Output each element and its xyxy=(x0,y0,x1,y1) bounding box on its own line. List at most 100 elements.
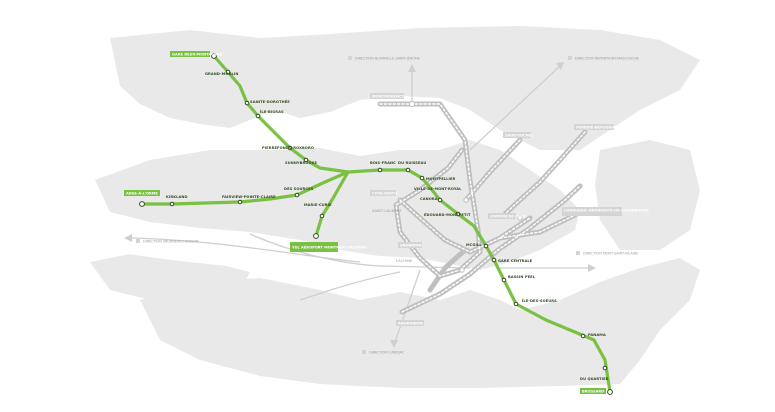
svg-text:SNOWDON: SNOWDON xyxy=(400,243,422,247)
metro-label-cote-vertu: CÔTE-VERTU xyxy=(370,190,397,196)
label-edouard-montpetit: ÉDOUARD-MONTPETIT xyxy=(424,212,471,217)
river-channel xyxy=(129,115,461,153)
label-bassin-peel: BASSIN PEEL xyxy=(508,275,536,279)
station-canora[interactable] xyxy=(437,197,443,203)
station-gare-centrale[interactable] xyxy=(491,257,497,263)
label-pierrefonds-roxboro: PIERREFONDS-ROXBORO xyxy=(262,146,314,150)
station-marie-curie[interactable] xyxy=(319,213,325,219)
rem-line-deux-montagnes xyxy=(212,54,350,174)
svg-text:DIRECTION CANDIAC: DIRECTION CANDIAC xyxy=(369,351,405,355)
rem-stations xyxy=(139,53,613,395)
metro-label-montmorency: MONTMORENCY xyxy=(370,93,405,99)
station-sunnybrooke[interactable] xyxy=(303,157,309,163)
station-fairview[interactable] xyxy=(237,199,243,205)
station-des-sources[interactable] xyxy=(294,192,300,198)
svg-text:ANGRIGNON: ANGRIGNON xyxy=(398,321,423,325)
commuter-lines xyxy=(129,65,590,343)
station-labels: GRAND-MOULIN SAINTE-DOROTHÉE ÎLE-BIGRAS … xyxy=(166,72,609,381)
label-sunnybrooke: SUNNYBROOKE xyxy=(285,161,318,165)
terminal-anse-a-lorme-label: ANSE-À-L'ORME xyxy=(124,190,160,196)
direction-labels: DIRECTION BLAINVILLE-SAINT-JÉRÔME DIRECT… xyxy=(136,56,639,355)
station-panama[interactable] xyxy=(580,333,586,339)
label-bois-franc: BOIS-FRANC xyxy=(370,161,396,165)
station-bois-franc[interactable] xyxy=(377,167,383,173)
line-to-vaudreuil xyxy=(129,237,361,263)
train-line-sw xyxy=(299,271,401,301)
terminal-labels: GARE DEUX-MONTAGNES ANSE-À-L'ORME YUL AÉ… xyxy=(124,51,606,394)
label-canora: CANORA xyxy=(420,197,438,201)
label-saint-laurent: SAINT-LAURENT xyxy=(372,209,403,213)
metro-network xyxy=(377,100,588,315)
metro-extra-labels: SAINT-LAURENT LACHINE xyxy=(372,209,413,263)
metro-label-angrignon: ANGRIGNON xyxy=(396,320,424,326)
direction-blainville: DIRECTION BLAINVILLE-SAINT-JÉRÔME xyxy=(348,56,420,61)
arrow-up-icon xyxy=(408,64,416,72)
station-deux-montagnes[interactable] xyxy=(211,53,217,59)
station-ile-des-soeurs[interactable] xyxy=(513,301,519,307)
station-du-quartier[interactable] xyxy=(602,365,608,371)
svg-text:BROSSARD: BROSSARD xyxy=(582,389,604,393)
direction-candiac: DIRECTION CANDIAC xyxy=(362,350,405,355)
svg-text:DIRECTION BLAINVILLE-SAINT-JÉR: DIRECTION BLAINVILLE-SAINT-JÉRÔME xyxy=(355,56,420,61)
label-sainte-dorothee: SAINTE-DOROTHÉE xyxy=(250,99,290,104)
label-gare-centrale: GARE CENTRALE xyxy=(498,259,533,263)
rem-line-west-island xyxy=(140,170,350,206)
direction-arrows xyxy=(124,62,596,348)
station-grand-moulin[interactable] xyxy=(225,69,231,75)
station-airport[interactable] xyxy=(313,233,319,239)
metro-label-honore-beaugrand: HONORÉ-BEAUGRAND xyxy=(574,124,620,130)
metro-label-longueuil: LONGUEUIL-UNIVERSITÉ-DE-SHERBROOKE xyxy=(562,207,649,216)
svg-text:CÔTE-VERTU: CÔTE-VERTU xyxy=(372,190,397,195)
terminal-airport-label: YUL AÉROPORT MONTRÉAL-TRUDEAU xyxy=(290,242,367,252)
station-anse-a-lorme[interactable] xyxy=(139,201,145,207)
label-des-sources: DES SOURCES xyxy=(284,187,314,191)
station-pierrefonds-roxboro[interactable] xyxy=(287,145,293,151)
svg-text:DIRECTION REPENTIGNY-MASCOUCHE: DIRECTION REPENTIGNY-MASCOUCHE xyxy=(575,57,639,61)
label-lachine: LACHINE xyxy=(396,259,413,263)
metro-station-interchange xyxy=(459,267,465,273)
station-montpellier[interactable] xyxy=(419,175,425,181)
svg-text:YUL AÉROPORT MONTRÉAL-TRUDEAU: YUL AÉROPORT MONTRÉAL-TRUDEAU xyxy=(291,244,367,249)
east-shore-land xyxy=(595,140,700,250)
label-ile-bigras: ÎLE-BIGRAS xyxy=(260,109,284,114)
station-sainte-dorothee[interactable] xyxy=(244,100,250,106)
station-kirkland[interactable] xyxy=(169,201,175,207)
label-du-quartier: DU QUARTIER xyxy=(580,377,609,381)
direction-mont-saint-hilaire: DIRECTION MONT-SAINT-HILAIRE xyxy=(576,251,638,256)
svg-text:DIRECTION MONT-SAINT-HILAIRE: DIRECTION MONT-SAINT-HILAIRE xyxy=(583,252,638,256)
label-mcgill: MCGILL xyxy=(466,243,482,247)
metro-labels: MONTMORENCY SAINT-MICHEL HONORÉ-BEAUGRAN… xyxy=(370,93,649,326)
land-masses xyxy=(90,26,700,388)
north-shore-land xyxy=(110,26,700,150)
station-ile-bigras[interactable] xyxy=(255,113,261,119)
svg-text:MONTMORENCY: MONTMORENCY xyxy=(372,94,405,98)
metro-station-montmorency xyxy=(408,100,416,108)
label-ile-des-soeurs: ÎLE-DES-SOEURS xyxy=(522,298,557,303)
svg-text:LONGUEUIL-UNIVERSITÉ-DE-SHERBR: LONGUEUIL-UNIVERSITÉ-DE-SHERBROOKE xyxy=(564,207,649,212)
line-to-candiac xyxy=(394,269,421,343)
terminal-brossard-label: BROSSARD xyxy=(580,388,606,394)
station-mcgill[interactable] xyxy=(483,243,489,249)
arrow-left-icon xyxy=(124,234,132,242)
arrow-right-icon xyxy=(588,264,596,272)
montreal-island-land xyxy=(95,140,580,270)
metro-label-saint-michel: SAINT-MICHEL xyxy=(503,132,534,138)
terminal-deux-montagnes-label: GARE DEUX-MONTAGNES xyxy=(170,51,223,57)
train-line-west xyxy=(249,233,471,269)
st-lawrence-channel xyxy=(109,241,681,283)
rem-line-airport xyxy=(314,170,350,238)
svg-text:ANSE-À-L'ORME: ANSE-À-L'ORME xyxy=(126,190,158,195)
station-du-ruisseau[interactable] xyxy=(405,167,411,173)
arrow-down-icon xyxy=(390,340,398,348)
line-to-repentigny xyxy=(469,65,561,151)
station-brossard[interactable] xyxy=(607,389,613,395)
label-ville-mont-royal: VILLE-DE-MONT-ROYAL xyxy=(414,187,462,191)
direction-repentigny: DIRECTION REPENTIGNY-MASCOUCHE xyxy=(568,56,639,61)
svg-text:GARE DEUX-MONTAGNES: GARE DEUX-MONTAGNES xyxy=(172,52,223,56)
label-panama: PANAMA xyxy=(588,333,606,337)
station-edouard-montpetit[interactable] xyxy=(455,211,461,217)
metro-green-west xyxy=(427,247,468,293)
metro-label-station-de-cote: STATION DE CÔTE xyxy=(488,213,526,219)
station-bassin-peel[interactable] xyxy=(501,277,507,283)
